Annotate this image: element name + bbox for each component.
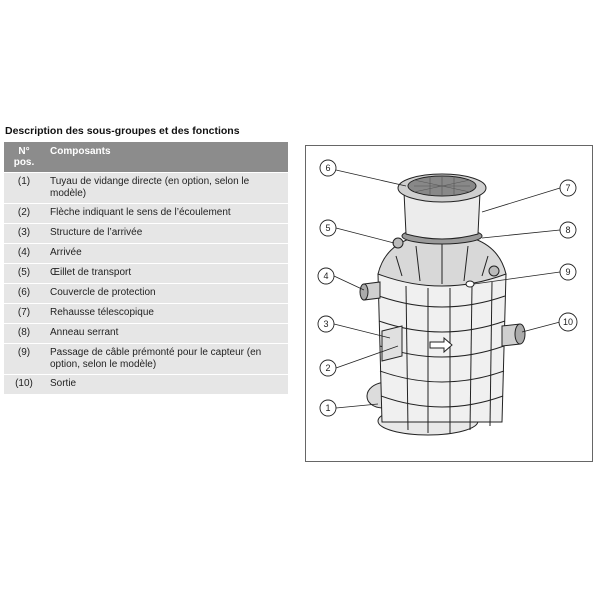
table-row: (4) Arrivée (4, 243, 288, 264)
row-number: (5) (4, 263, 44, 284)
flow-arrow (429, 336, 453, 354)
table-row: (2) Flèche indiquant le sens de l’écoule… (4, 203, 288, 224)
callout-7: 7 (565, 183, 570, 193)
table-row: (5) Œillet de transport (4, 263, 288, 284)
row-text: Passage de câble prémonté pour le capteu… (44, 343, 288, 375)
row-text: Structure de l’arrivée (44, 223, 288, 244)
header-position-number: N° pos. (4, 142, 44, 173)
table-row: (10) Sortie (4, 374, 288, 394)
table-row: (8) Anneau serrant (4, 323, 288, 344)
tank-diagram: 6 7 5 8 4 9 3 10 2 1 (305, 145, 593, 462)
callout-5: 5 (325, 223, 330, 233)
row-number: (9) (4, 343, 44, 375)
callout-3: 3 (323, 319, 328, 329)
row-text: Tuyau de vidange directe (en option, sel… (44, 172, 288, 204)
row-text: Anneau serrant (44, 323, 288, 344)
row-text: Arrivée (44, 243, 288, 264)
table-header-row: N° pos. Composants (4, 142, 288, 173)
table-row: (1) Tuyau de vidange directe (en option,… (4, 172, 288, 204)
header-components: Composants (44, 142, 288, 173)
callout-10: 10 (563, 317, 573, 327)
callout-1: 1 (325, 403, 330, 413)
components-table: N° pos. Composants (1) Tuyau de vidange … (4, 142, 288, 394)
callout-9: 9 (565, 267, 570, 277)
row-text: Flèche indiquant le sens de l’écoulement (44, 203, 288, 224)
row-number: (10) (4, 374, 44, 394)
table-row: (9) Passage de câble prémonté pour le ca… (4, 343, 288, 375)
row-text: Sortie (44, 374, 288, 394)
table-row: (3) Structure de l’arrivée (4, 223, 288, 244)
row-number: (3) (4, 223, 44, 244)
row-number: (6) (4, 283, 44, 304)
section-title: Description des sous-groupes et des fonc… (5, 125, 240, 137)
row-text: Œillet de transport (44, 263, 288, 284)
callout-2: 2 (325, 363, 330, 373)
callout-4: 4 (323, 271, 328, 281)
transport-eyelet (488, 265, 500, 277)
table-row: (6) Couvercle de protection (4, 283, 288, 304)
row-number: (4) (4, 243, 44, 264)
row-number: (8) (4, 323, 44, 344)
tank-drawing: 6 7 5 8 4 9 3 10 2 1 (317, 159, 578, 436)
row-number: (2) (4, 203, 44, 224)
cable-passage (465, 280, 475, 288)
transport-eyelet (392, 237, 404, 249)
row-text: Couvercle de protection (44, 283, 288, 304)
callout-6: 6 (325, 163, 330, 173)
inlet-structure (381, 325, 403, 362)
table-row: (7) Rehausse télescopique (4, 303, 288, 324)
callout-8: 8 (565, 225, 570, 235)
row-text: Rehausse télescopique (44, 303, 288, 324)
telescopic-riser (403, 191, 481, 240)
row-number: (7) (4, 303, 44, 324)
row-number: (1) (4, 172, 44, 204)
